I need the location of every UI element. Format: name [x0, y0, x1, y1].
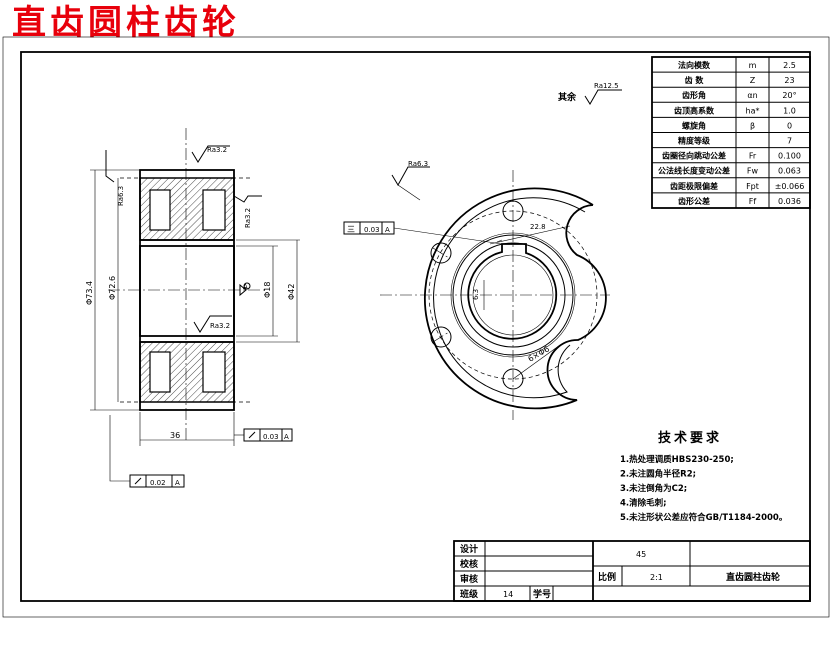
param-label: 齿 数	[685, 75, 705, 85]
tb-scale-label: 比例	[598, 571, 616, 583]
param-label: 法向模数	[678, 60, 711, 70]
requirement-item: 5.未注形状公差应符合GB/T1184-2000。	[620, 512, 787, 523]
param-label: 螺旋角	[682, 120, 706, 130]
requirements-list: 1.热处理调质HBS230-250; 2.未注圆角半径R2; 3.未注倒角为C2; 4…	[620, 454, 787, 523]
param-symbol: αn	[747, 91, 757, 100]
tb-material: 45	[636, 550, 646, 559]
requirement-item: 3.未注倒角为C2;	[620, 483, 687, 494]
tb-class-label: 班级	[460, 588, 479, 600]
datum-label-section: A	[243, 283, 248, 291]
param-symbol: Fpt	[746, 182, 759, 191]
tb-scale-value: 2:1	[650, 573, 663, 582]
dim-root-diameter: Φ72.6	[108, 276, 117, 300]
tolerance-sym-value: 0.03	[364, 226, 380, 234]
dim-width: 36	[170, 431, 180, 440]
requirement-item: 1.热处理调质HBS230-250;	[620, 454, 734, 465]
tolerance-runout-datum: A	[284, 433, 289, 441]
param-label: 齿圈径向跳动公差	[662, 151, 726, 161]
param-value: 0.100	[778, 152, 801, 161]
param-label: 公法线长度变动公差	[658, 166, 730, 176]
param-value: 23	[784, 76, 794, 85]
param-value: 2.5	[783, 61, 796, 70]
param-value: 7	[787, 137, 792, 146]
dim-keyway-width: 6.3	[472, 289, 480, 300]
tb-design-label: 设计	[460, 543, 478, 555]
param-symbol: Ff	[749, 197, 757, 206]
tb-check-label: 校核	[460, 558, 478, 570]
tolerance-perp-value: 0.02	[150, 479, 166, 487]
param-value: 0	[787, 121, 792, 130]
param-symbol: ha*	[746, 106, 760, 115]
dim-bore-diameter: Φ18	[263, 282, 272, 298]
param-symbol: Z	[750, 76, 756, 85]
param-value: 1.0	[783, 106, 796, 115]
tb-part-name: 直齿圆柱齿轮	[726, 571, 780, 583]
parameter-table: 法向模数 m 2.5 齿 数 Z 23 齿形角 αn 20° 齿顶高系数 ha* 1.0 螺旋角 β 0 精度…	[651, 56, 811, 209]
tb-review-label: 审核	[460, 573, 478, 585]
roughness-tooth: Ra3.2	[244, 208, 252, 228]
tolerance-runout-value: 0.03	[263, 433, 279, 441]
tb-student-no-label: 学号	[533, 588, 551, 600]
front-view	[343, 89, 622, 420]
roughness-hub-top: Ra3.2	[207, 146, 227, 154]
param-value: 20°	[782, 91, 796, 100]
tolerance-perp-datum: A	[175, 479, 180, 487]
roughness-bore: Ra3.2	[210, 322, 230, 330]
dim-hub-diameter: Φ42	[287, 284, 296, 300]
requirement-item: 4.清除毛刺;	[620, 498, 667, 509]
roughness-left: Ra6.3	[117, 186, 125, 206]
requirements-heading: 技术要求	[658, 430, 722, 446]
outer-frame	[2, 36, 830, 618]
param-label: 精度等级	[678, 136, 711, 146]
symmetry-symbol: 三	[347, 225, 355, 234]
tolerance-frame-perpendicular	[129, 474, 185, 488]
param-label: 齿形公差	[678, 196, 710, 206]
param-value: 0.063	[778, 167, 801, 176]
title-block	[453, 540, 811, 602]
tb-class-value: 14	[503, 590, 513, 599]
param-symbol: Fw	[747, 167, 759, 176]
param-value: ±0.066	[775, 182, 805, 191]
param-symbol: Fr	[749, 152, 757, 161]
roughness-front: Ra6.3	[408, 160, 428, 168]
inner-frame	[20, 51, 811, 602]
tolerance-sym-datum: A	[385, 226, 390, 234]
param-symbol: β	[750, 121, 755, 130]
tolerance-frame-runout	[234, 428, 293, 442]
param-symbol: m	[749, 61, 757, 70]
page-title: 直齿圆柱齿轮	[12, 3, 240, 43]
dim-keyway-depth: 22.8	[530, 223, 546, 231]
note-holes: 6×Φ6	[527, 344, 552, 363]
param-label: 齿距极限偏差	[670, 181, 718, 191]
section-view	[90, 128, 300, 482]
roughness-rest-label: 其余	[558, 91, 577, 103]
dim-tip-diameter: Φ73.4	[85, 281, 94, 305]
roughness-rest-value: Ra12.5	[594, 82, 619, 90]
param-value: 0.036	[778, 197, 801, 206]
requirement-item: 2.未注圆角半径R2;	[620, 469, 696, 480]
param-label: 齿顶高系数	[674, 105, 715, 115]
param-label: 齿形角	[682, 90, 706, 100]
